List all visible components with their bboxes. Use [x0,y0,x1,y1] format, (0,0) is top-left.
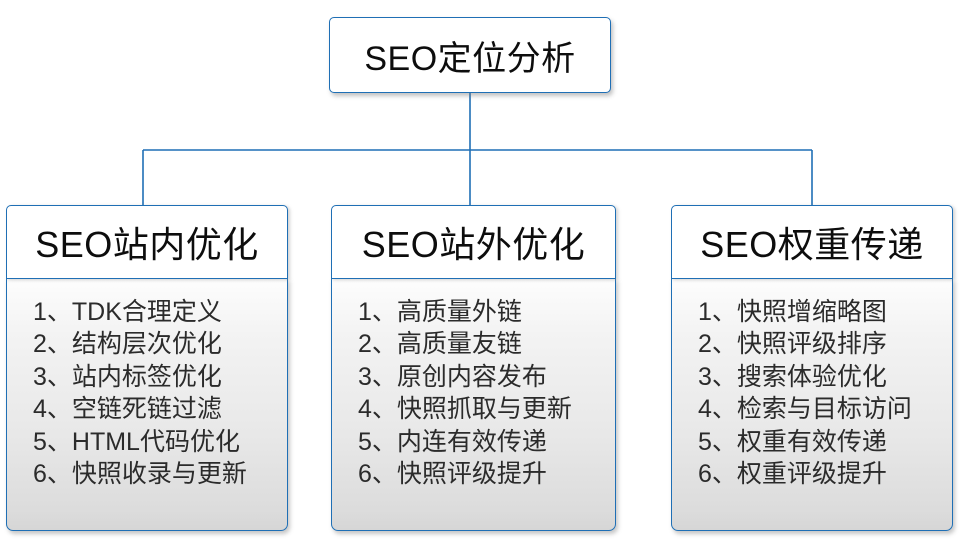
list-item-number: 5、 [33,427,72,456]
list-item-label: 结构层次优化 [71,330,222,359]
list-item[interactable]: 3、原创内容发布 [358,361,615,394]
list-item-number: 3、 [698,362,737,391]
list-item-label: 快照收录与更新 [71,460,247,489]
branch-header-2[interactable]: SEO站外优化 [331,205,616,279]
list-item-number: 4、 [33,395,72,424]
list-item-number: 1、 [33,297,72,326]
list-item[interactable]: 5、HTML代码优化 [33,426,287,459]
list-item-number: 6、 [698,460,737,489]
list-item-number: 5、 [698,427,737,456]
list-item-number: 4、 [358,395,397,424]
list-item-number: 6、 [33,460,72,489]
list-item-number: 2、 [698,330,737,359]
branch-column-3: SEO权重传递 1、快照增缩略图 2、快照评级排序 3、搜索体验优化 4、检索与… [671,205,953,531]
list-item[interactable]: 4、空链死链过滤 [33,393,287,426]
branch-header-label-1: SEO站内优化 [35,224,259,265]
branch-item-list-3: 1、快照增缩略图 2、快照评级排序 3、搜索体验优化 4、检索与目标访问 5、权… [672,296,952,491]
branch-header-label-2: SEO站外优化 [361,224,586,265]
branch-header-label-3: SEO权重传递 [700,224,924,265]
list-item[interactable]: 3、站内标签优化 [33,361,287,394]
list-item[interactable]: 2、高质量友链 [358,328,615,361]
list-item-label: 快照评级排序 [736,330,887,359]
list-item-label: TDK合理定义 [71,297,222,326]
branch-item-list-1: 1、TDK合理定义 2、结构层次优化 3、站内标签优化 4、空链死链过滤 5、H… [7,296,287,491]
list-item[interactable]: 4、检索与目标访问 [698,393,952,426]
list-item-number: 5、 [358,427,397,456]
list-item-number: 2、 [33,330,72,359]
root-node[interactable]: SEO定位分析 [329,17,611,93]
list-item-number: 3、 [358,362,397,391]
list-item[interactable]: 4、快照抓取与更新 [358,393,615,426]
list-item-number: 4、 [698,395,737,424]
list-item-number: 6、 [358,460,397,489]
list-item-label: 内连有效传递 [396,427,547,456]
branch-body-1: 1、TDK合理定义 2、结构层次优化 3、站内标签优化 4、空链死链过滤 5、H… [6,277,288,531]
list-item-label: 搜索体验优化 [736,362,887,391]
list-item-label: 高质量友链 [396,330,522,359]
list-item[interactable]: 1、快照增缩略图 [698,296,952,329]
list-item-label: 空链死链过滤 [71,395,222,424]
list-item[interactable]: 1、高质量外链 [358,296,615,329]
list-item[interactable]: 5、权重有效传递 [698,426,952,459]
list-item-label: 站内标签优化 [71,362,222,391]
list-item[interactable]: 6、快照收录与更新 [33,458,287,491]
list-item[interactable]: 6、权重评级提升 [698,458,952,491]
list-item-number: 3、 [33,362,72,391]
branch-column-2: SEO站外优化 1、高质量外链 2、高质量友链 3、原创内容发布 4、快照抓取与… [331,205,616,531]
list-item-label: 快照抓取与更新 [396,395,572,424]
list-item-label: 权重评级提升 [736,460,887,489]
list-item[interactable]: 2、快照评级排序 [698,328,952,361]
root-node-title: SEO定位分析 [364,39,576,78]
list-item[interactable]: 5、内连有效传递 [358,426,615,459]
list-item-number: 2、 [358,330,397,359]
list-item-label: HTML代码优化 [71,427,240,456]
list-item-label: 高质量外链 [396,297,522,326]
branch-item-list-2: 1、高质量外链 2、高质量友链 3、原创内容发布 4、快照抓取与更新 5、内连有… [332,296,615,491]
list-item-label: 原创内容发布 [396,362,547,391]
list-item-label: 权重有效传递 [736,427,887,456]
list-item-number: 1、 [358,297,397,326]
list-item[interactable]: 1、TDK合理定义 [33,296,287,329]
list-item[interactable]: 6、快照评级提升 [358,458,615,491]
list-item-number: 1、 [698,297,737,326]
list-item-label: 检索与目标访问 [736,395,912,424]
branch-body-3: 1、快照增缩略图 2、快照评级排序 3、搜索体验优化 4、检索与目标访问 5、权… [671,277,953,531]
branch-body-2: 1、高质量外链 2、高质量友链 3、原创内容发布 4、快照抓取与更新 5、内连有… [331,277,616,531]
branch-header-1[interactable]: SEO站内优化 [6,205,288,279]
list-item[interactable]: 2、结构层次优化 [33,328,287,361]
list-item-label: 快照评级提升 [396,460,547,489]
branch-column-1: SEO站内优化 1、TDK合理定义 2、结构层次优化 3、站内标签优化 4、空链… [6,205,288,531]
list-item[interactable]: 3、搜索体验优化 [698,361,952,394]
list-item-label: 快照增缩略图 [736,297,887,326]
branch-header-3[interactable]: SEO权重传递 [671,205,953,279]
